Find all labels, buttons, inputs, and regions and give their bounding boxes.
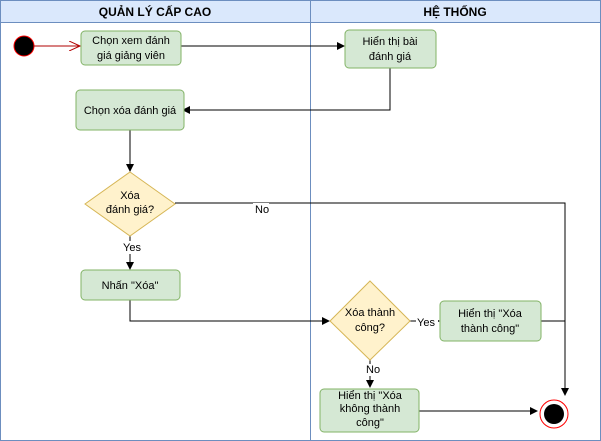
action-show-evaluation: Hiển thị bài đánh giá <box>344 29 437 69</box>
decision-success-line-2: công? <box>355 322 385 334</box>
edge-label-yes-delete: Yes <box>123 242 141 254</box>
action-view-evaluation-line-2: giá giảng viên <box>97 50 165 62</box>
edge-label-yes-success: Yes <box>417 317 435 329</box>
edge-label-no-delete: No <box>255 204 269 216</box>
edge-show-to-choose <box>182 68 391 114</box>
action-show-success: Hiển thị "Xóa thành công" <box>439 300 542 342</box>
action-view-evaluation-line-1: Chọn xem đánh <box>92 35 170 47</box>
decision-success-line-1: Xóa thành <box>345 307 395 319</box>
decision-delete-line-2: đánh giá? <box>106 204 154 216</box>
edges <box>34 46 569 415</box>
action-choose-delete: Chọn xóa đánh giá <box>75 89 185 131</box>
edge-label-no-success: No <box>366 364 380 376</box>
lane-title-system: HỆ THỐNG <box>423 4 486 19</box>
edge-no-to-end <box>175 202 569 396</box>
action-show-evaluation-line-1: Hiển thị bài <box>362 36 417 48</box>
decision-delete-line-1: Xóa <box>120 190 140 202</box>
action-view-evaluation: Chọn xem đánh giá giảng viên <box>80 30 182 66</box>
action-show-evaluation-line-2: đánh giá <box>369 51 412 63</box>
action-show-fail-line-3: công" <box>356 417 384 429</box>
edge-press-to-decision2 <box>129 300 330 325</box>
decision-delete: Xóa đánh giá? <box>84 171 176 237</box>
start-node <box>13 35 35 57</box>
action-press-delete-label: Nhấn "Xóa" <box>102 280 159 292</box>
action-show-fail-line-1: Hiển thị "Xóa <box>338 390 403 402</box>
action-choose-delete-label: Chọn xóa đánh giá <box>84 105 177 117</box>
action-press-delete: Nhấn "Xóa" <box>80 269 181 301</box>
action-show-fail: Hiển thị "Xóa không thành công" <box>319 388 420 433</box>
decision-success: Xóa thành công? <box>329 280 411 361</box>
swimlane-manager: QUẢN LÝ CẤP CAO <box>0 0 311 441</box>
action-show-success-line-1: Hiển thị "Xóa <box>458 308 523 320</box>
swimlane-system: HỆ THỐNG <box>310 0 601 441</box>
action-show-fail-line-2: không thành <box>340 403 401 415</box>
action-show-success-line-2: thành công" <box>461 323 519 335</box>
lane-title-manager: QUẢN LÝ CẤP CAO <box>99 4 211 19</box>
end-node <box>539 399 569 429</box>
